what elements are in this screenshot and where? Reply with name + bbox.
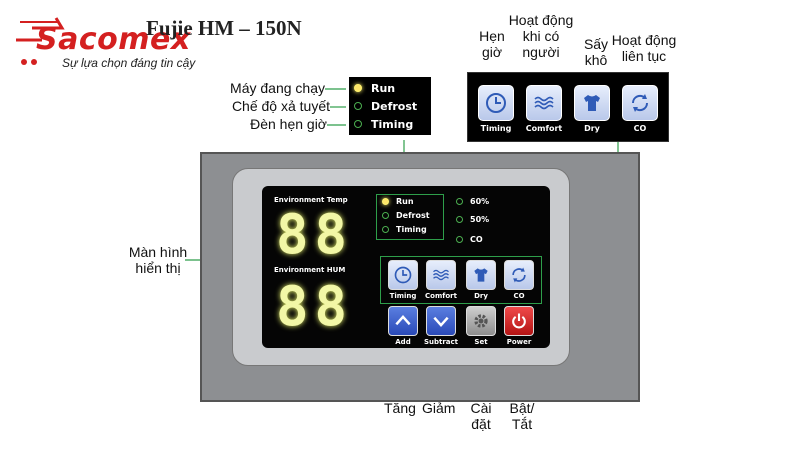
set-button[interactable] — [466, 306, 496, 336]
shirt-icon — [474, 268, 488, 282]
label-dry: Sấy khô — [583, 36, 609, 68]
humidity-60: 60% — [452, 194, 489, 208]
label-set: Cài đặt — [470, 400, 492, 432]
power-icon — [512, 313, 526, 329]
clock-icon — [394, 266, 412, 284]
subtract-button[interactable] — [426, 306, 456, 336]
continuous-button-zoom[interactable] — [622, 85, 658, 121]
comfort-button-zoom[interactable] — [526, 85, 562, 121]
clock-icon — [486, 93, 506, 113]
power-button[interactable] — [504, 306, 534, 336]
control-panel: Environment Temp 88 Environment HUM 88 R… — [262, 186, 550, 348]
add-button[interactable] — [388, 306, 418, 336]
dry-button[interactable] — [466, 260, 496, 290]
cycle-icon — [512, 267, 526, 283]
label-comfort: Hoạt động khi có người — [508, 12, 574, 60]
mode-buttons-zoom: Timing Comfort Dry CO — [467, 72, 669, 142]
waves-icon — [534, 96, 554, 110]
brand-logo — [16, 17, 65, 65]
label-timer-light: Đèn hẹn giờ — [250, 116, 327, 132]
comfort-button[interactable] — [426, 260, 456, 290]
cycle-icon — [631, 94, 649, 112]
label-power: Bật/ Tắt — [509, 400, 535, 432]
arrow-down-icon — [433, 316, 449, 328]
indicator-panel-zoom: Run Defrost Timing — [349, 77, 431, 135]
panel-indicator-timing: Timing — [378, 222, 427, 236]
model-title: Fujie HM – 150N — [146, 16, 302, 40]
label-defrost: Chế độ xả tuyết — [231, 98, 330, 114]
label-subtract: Giảm — [422, 400, 456, 416]
label-continuous: Hoạt động liên tục — [611, 32, 677, 64]
timing-button[interactable] — [388, 260, 418, 290]
continuous-button[interactable] — [504, 260, 534, 290]
label-running: Máy đang chạy — [230, 80, 325, 96]
label-timer: Hẹn giờ — [479, 28, 505, 60]
hum-display-title: Environment HUM — [274, 266, 346, 274]
label-add: Tăng — [384, 400, 416, 416]
dry-button-zoom[interactable] — [574, 85, 610, 121]
label-display: Màn hình hiển thị — [128, 244, 188, 276]
brand-name: Sacomex — [36, 22, 191, 57]
temp-display-title: Environment Temp — [274, 196, 348, 204]
mode-button-group — [380, 256, 542, 304]
gear-icon — [474, 314, 488, 328]
defrost-led — [354, 102, 362, 110]
waves-icon — [433, 269, 449, 281]
temp-display: 88 — [276, 203, 354, 266]
shirt-icon — [584, 95, 600, 111]
panel-indicator-defrost: Defrost — [378, 208, 430, 222]
indicator-timing: Timing — [349, 115, 431, 133]
indicator-run: Run — [349, 79, 431, 97]
panel-indicator-run: Run — [378, 194, 414, 208]
run-led — [354, 84, 362, 92]
arrow-up-icon — [395, 314, 411, 326]
hum-display: 88 — [276, 275, 354, 338]
humidity-co: CO — [452, 232, 483, 246]
indicator-group — [376, 194, 444, 240]
timing-button-zoom[interactable] — [478, 85, 514, 121]
humidity-50: 50% — [452, 212, 489, 226]
brand-tagline: Sự lựa chọn đáng tin cậy — [62, 56, 196, 70]
timing-led — [354, 120, 362, 128]
indicator-defrost: Defrost — [349, 97, 431, 115]
